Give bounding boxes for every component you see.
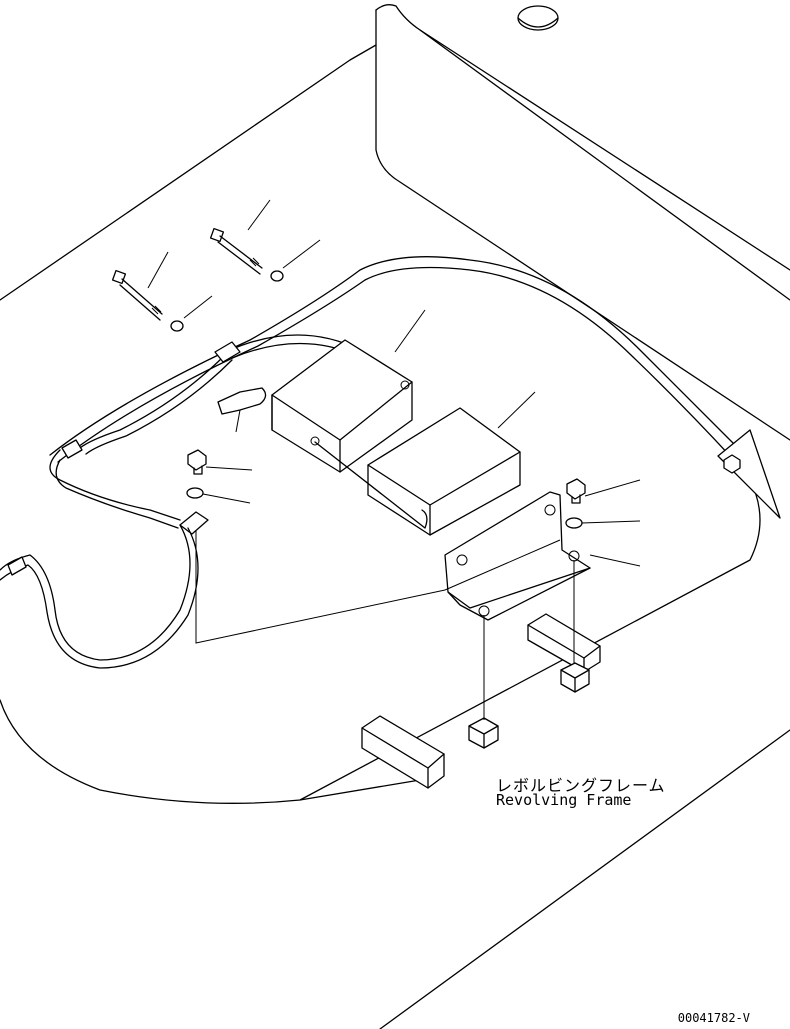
- wiring-harness: [0, 256, 741, 669]
- revolving-frame-outline: [0, 4, 790, 1029]
- terminal-plate: [717, 429, 781, 519]
- bolt-upper-left: [111, 251, 213, 332]
- lower-module: [314, 391, 536, 536]
- bolt-right: [565, 478, 641, 529]
- spacer-blocks: [361, 560, 601, 789]
- drawing-number: 00041782-V: [677, 1011, 750, 1025]
- bolt-mid-left: [186, 449, 253, 504]
- frame-label-jp: レボルビングフレーム: [496, 776, 666, 795]
- ground-wire: [179, 511, 561, 644]
- mounting-bracket: [444, 491, 641, 621]
- bolt-upper-right: [209, 199, 321, 282]
- controller-box: [271, 309, 426, 473]
- clamp: [217, 387, 267, 433]
- frame-label-en: Revolving Frame: [496, 791, 632, 809]
